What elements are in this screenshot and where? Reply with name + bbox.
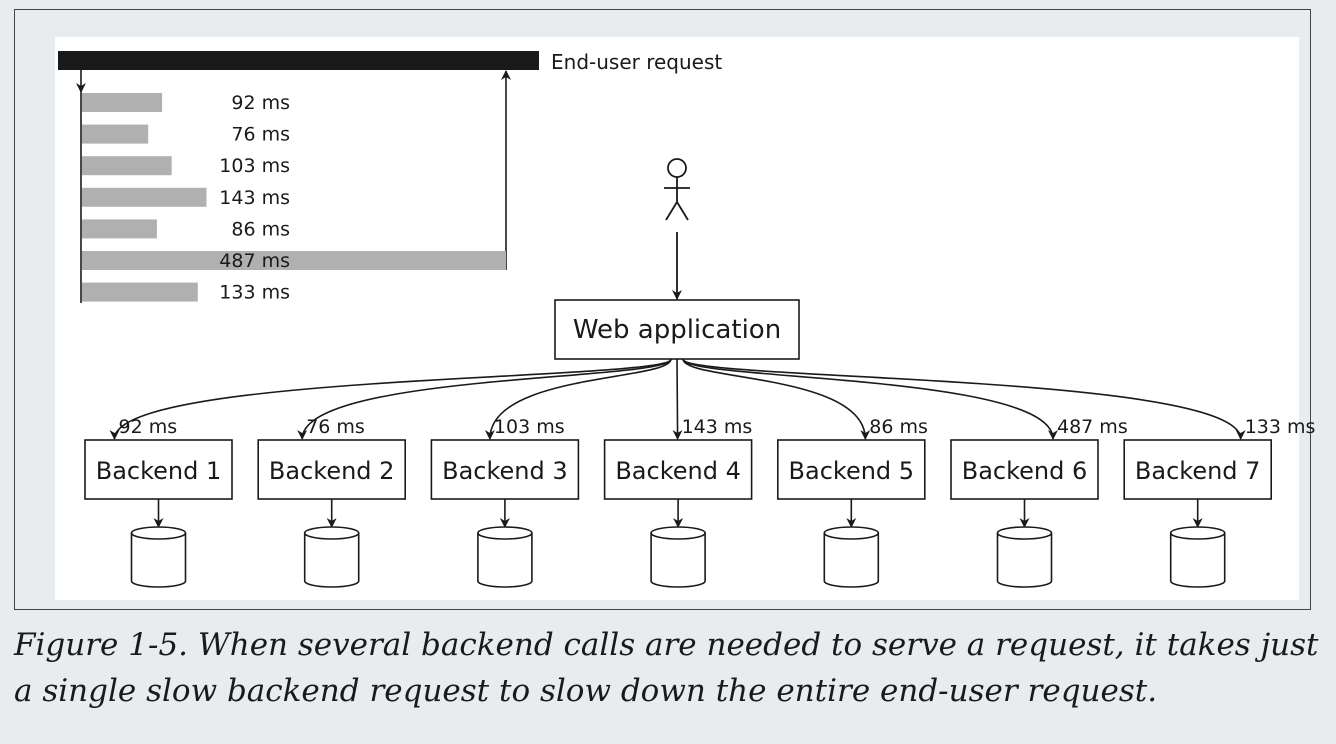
figure-caption: Figure 1-5. When several backend calls a… <box>14 627 1319 709</box>
timing-bar <box>82 219 157 239</box>
backends: 92 ms Backend 1 76 ms Backend 2 103 ms Backen… <box>84 358 1316 588</box>
timing-waterfall: 92 ms 76 ms 103 ms 143 ms 86 ms 487 ms 133 ms <box>76 70 511 304</box>
database-icon <box>477 526 533 588</box>
backend-box <box>84 439 233 500</box>
latency-diagram: End-user request 92 ms 76 ms 103 ms 143 ms 8… <box>58 50 1315 588</box>
backend-label: Backend 2 <box>269 457 395 485</box>
timing-bar <box>82 187 207 207</box>
backend-call-arrow <box>484 358 672 440</box>
database-icon <box>130 526 187 588</box>
timing-bar-label: 86 ms <box>231 218 290 240</box>
database-icon <box>650 526 706 588</box>
backend-latency-label: 86 ms <box>869 416 928 438</box>
end-user-request-label: End-user request <box>551 50 722 74</box>
backend-call-arrow <box>682 358 1058 440</box>
web-application-label: Web application <box>573 315 781 345</box>
backend-box <box>603 439 753 500</box>
backend-latency-label: 143 ms <box>682 416 753 438</box>
backend-box <box>257 439 406 500</box>
backend-call-arrow <box>109 358 672 440</box>
timing-bar-label: 487 ms <box>219 250 290 272</box>
timing-bar <box>82 251 506 270</box>
timing-bar-label: 133 ms <box>219 282 290 304</box>
backend-label: Backend 6 <box>962 457 1088 485</box>
database-icon <box>823 526 880 588</box>
timing-bar-label: 103 ms <box>219 155 290 177</box>
backend-latency-label: 133 ms <box>1245 416 1316 438</box>
database-icon <box>996 526 1053 588</box>
backend-call-arrow <box>297 358 672 440</box>
end-user-request-bar <box>58 51 539 70</box>
backend-latency-label: 92 ms <box>119 416 178 438</box>
user-icon <box>664 158 690 221</box>
backend-call-arrow <box>672 358 683 440</box>
backend-box <box>430 439 580 500</box>
backend-label: Backend 3 <box>442 457 568 485</box>
timing-bar-label: 143 ms <box>219 187 290 209</box>
timing-bar <box>82 156 172 176</box>
timing-bar <box>82 124 149 144</box>
backend-label: Backend 1 <box>96 457 222 485</box>
backend-call-arrow <box>682 358 1246 440</box>
backend-label: Backend 5 <box>789 457 915 485</box>
backend-latency-label: 487 ms <box>1057 416 1128 438</box>
database-icon <box>303 526 360 588</box>
figure-frame: End-user request 92 ms 76 ms 103 ms 143 ms 8… <box>14 9 1315 610</box>
backend-label: Backend 4 <box>615 457 741 485</box>
timing-bar-label: 92 ms <box>231 92 290 114</box>
timing-bar <box>82 282 198 302</box>
backend-latency-label: 103 ms <box>494 416 565 438</box>
diagram-canvas: End-user request 92 ms 76 ms 103 ms 143 ms 8… <box>55 37 1315 600</box>
backend-call-arrow <box>682 358 871 440</box>
timing-bar-label: 76 ms <box>231 124 290 146</box>
backend-label: Backend 7 <box>1135 457 1261 485</box>
database-icon <box>1169 526 1226 588</box>
backend-latency-label: 76 ms <box>306 416 365 438</box>
timing-bar <box>82 93 163 112</box>
